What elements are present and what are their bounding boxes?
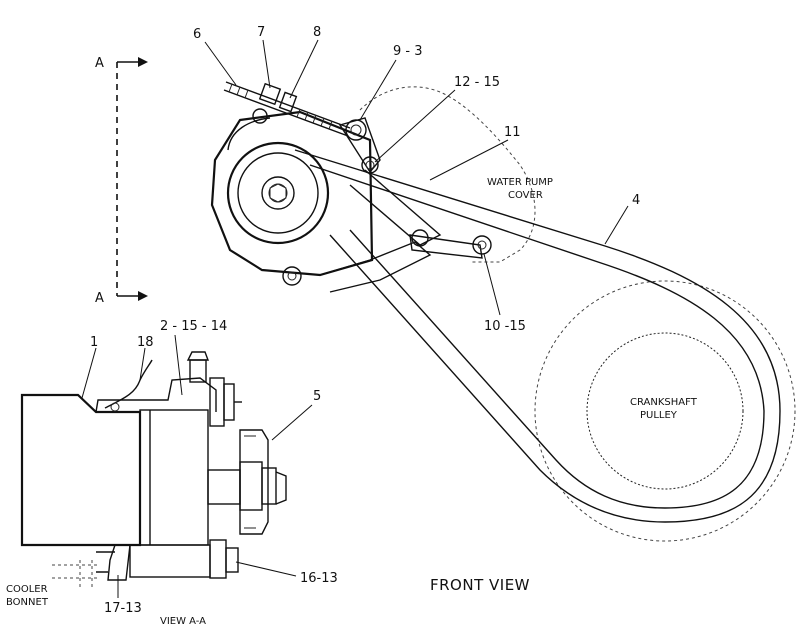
callout-2-15-14: 2 - 15 - 14 [160, 319, 227, 334]
callout-8: 8 [313, 25, 321, 40]
crankshaft-note-line2: PULLEY [640, 410, 678, 421]
crankshaft-pulley [534, 280, 796, 542]
callout-12-15: 12 - 15 [454, 75, 500, 90]
section-label-bottom: A [95, 291, 104, 306]
callout-9-3: 9 - 3 [393, 44, 423, 59]
section-label-top: A [95, 56, 104, 71]
callout-11: 11 [504, 125, 521, 140]
front-view-leaders [204, 39, 629, 316]
alternator [210, 108, 374, 286]
cooler-note-line1: COOLER [6, 584, 48, 595]
view-aa-caption: VIEW A-A [160, 616, 206, 627]
callout-1: 1 [90, 335, 98, 350]
callout-17-13: 17-13 [104, 601, 142, 616]
callout-6: 6 [193, 27, 201, 42]
adjusting-bracket [319, 117, 492, 293]
crankshaft-note-line1: CRANKSHAFT [630, 397, 698, 408]
adjusting-rod [223, 81, 351, 137]
water-pump-note-line1: WATER PUMP [487, 177, 553, 188]
front-view-caption: FRONT VIEW [430, 576, 530, 594]
callout-4: 4 [632, 193, 640, 208]
callout-18: 18 [137, 335, 154, 350]
view-aa-leaders [81, 334, 313, 598]
callout-5: 5 [313, 389, 321, 404]
section-indicator [116, 57, 148, 301]
drive-belt [294, 149, 781, 523]
callout-7: 7 [257, 25, 265, 40]
view-aa-assembly [20, 351, 287, 590]
water-pump-cover-outline [359, 86, 536, 263]
water-pump-note-line2: COVER [508, 190, 543, 201]
callout-10-15: 10 -15 [484, 319, 526, 334]
callout-16-13: 16-13 [300, 571, 338, 586]
cooler-note-line2: BONNET [6, 597, 49, 608]
